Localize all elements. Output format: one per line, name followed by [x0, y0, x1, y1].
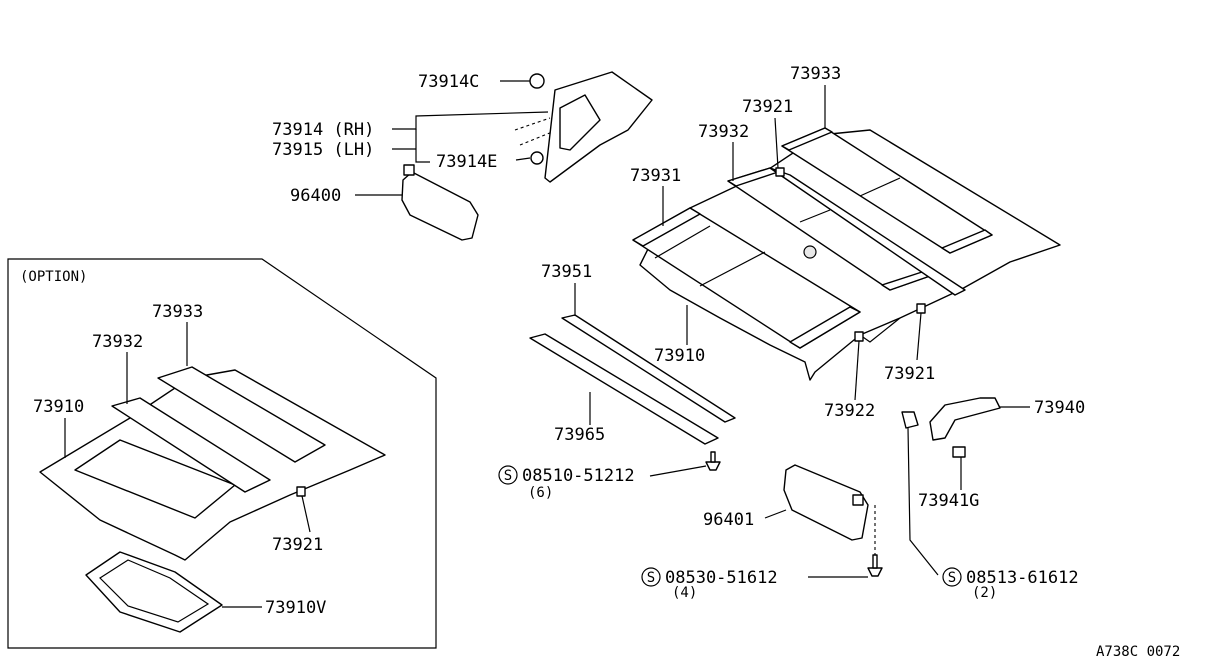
pad-73933 [781, 127, 993, 254]
option-sunroof-73910v [85, 551, 223, 633]
clip-73914c [529, 73, 545, 89]
label-73914c: 73914C [418, 72, 479, 92]
sunvisor-96400 [401, 164, 479, 241]
label-73931: 73931 [630, 166, 681, 186]
screw-3 [901, 411, 919, 429]
screw1-symbol-letter: S [504, 468, 512, 484]
option-clip-73921 [296, 486, 306, 497]
option-pad-73933 [157, 366, 326, 463]
sunvisor-96401 [783, 464, 876, 555]
screw3-symbol: S [942, 567, 962, 587]
screw2-symbol-letter: S [647, 570, 655, 586]
label-73910: 73910 [654, 346, 705, 366]
leader-lines [355, 80, 1030, 578]
clip-73922 [854, 331, 864, 342]
label-screw3-qty: (2) [972, 585, 997, 601]
clip-73921-top [775, 167, 785, 177]
label-73951: 73951 [541, 262, 592, 282]
option-box-title: (OPTION) [20, 269, 87, 285]
option-label-73910v: 73910V [265, 598, 326, 618]
clip-73921-right [916, 303, 926, 314]
option-box [7, 258, 437, 649]
pad-73931 [632, 207, 861, 349]
screw2-symbol: S [641, 567, 661, 587]
label-73914-rh: 73914 (RH) [272, 120, 374, 140]
front-header-73951 [561, 314, 736, 423]
label-screw3-code: 08513-61612 [966, 568, 1079, 588]
front-rail-73965 [529, 333, 719, 445]
label-screw1-code: 08510-51212 [522, 466, 635, 486]
pad-73932 [727, 167, 931, 291]
cover-73941g [952, 446, 966, 458]
label-73933: 73933 [790, 64, 841, 84]
label-96401: 96401 [703, 510, 754, 530]
screw1-symbol: S [498, 465, 518, 485]
label-73921-right: 73921 [884, 364, 935, 384]
label-screw2-qty: (4) [672, 585, 697, 601]
label-96400: 96400 [290, 186, 341, 206]
label-73921-top: 73921 [742, 97, 793, 117]
label-screw2-code: 08530-51612 [665, 568, 778, 588]
option-label-73933: 73933 [152, 302, 203, 322]
label-73965: 73965 [554, 425, 605, 445]
screw3-symbol-letter: S [948, 570, 956, 586]
label-73915-lh: 73915 (LH) [272, 140, 374, 160]
option-leader-lines [64, 322, 311, 608]
label-73941g: 73941G [918, 491, 979, 511]
assist-grip-73940 [929, 397, 1001, 441]
option-label-73921: 73921 [272, 535, 323, 555]
label-screw1-qty: (6) [528, 485, 553, 501]
option-label-73932: 73932 [92, 332, 143, 352]
screw-2 [867, 554, 883, 577]
label-73914e: 73914E [436, 152, 497, 172]
label-73922: 73922 [824, 401, 875, 421]
option-label-73910: 73910 [33, 397, 84, 417]
option-pad-73932 [111, 397, 271, 493]
screw-1 [705, 451, 721, 471]
label-73940: 73940 [1034, 398, 1085, 418]
diagram-code: A738C 0072 [1096, 644, 1180, 660]
sunvisor-bracket [514, 71, 653, 183]
clip-73914e [530, 151, 544, 165]
label-73932: 73932 [698, 122, 749, 142]
